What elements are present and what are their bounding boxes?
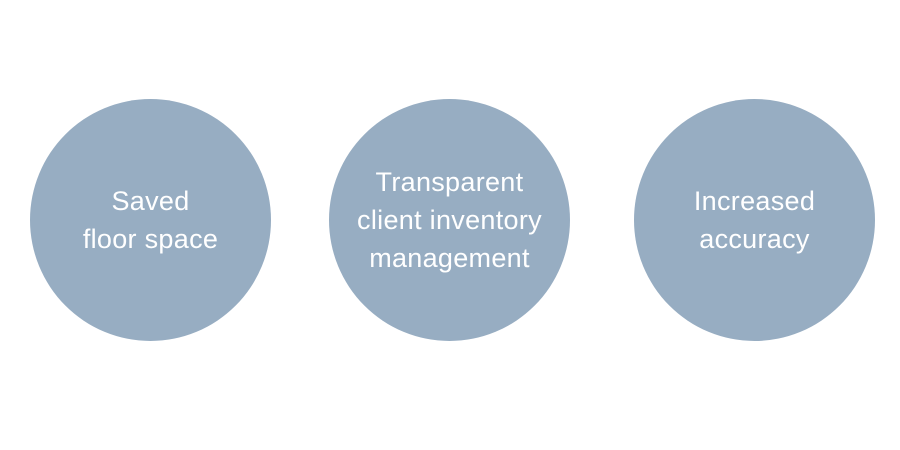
benefit-label-increased-accuracy: Increased accuracy <box>693 186 816 254</box>
benefit-label-transparent-client-inventory-management: Transparent client inventory management <box>357 167 542 273</box>
benefit-label-saved-floor-space: Saved floor space <box>82 186 219 254</box>
benefit-circle-transparent-client-inventory-management: Transparent client inventory management <box>329 99 570 341</box>
benefit-circle-saved-floor-space: Saved floor space <box>30 99 271 341</box>
benefit-circle-increased-accuracy: Increased accuracy <box>634 99 875 341</box>
